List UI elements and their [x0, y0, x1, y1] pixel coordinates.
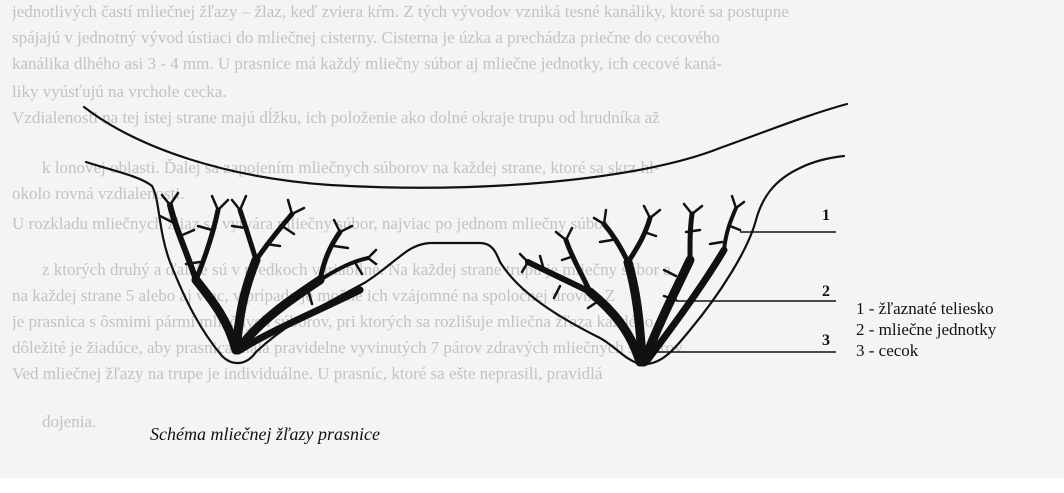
- upper-skin-curve: [84, 104, 847, 188]
- part-number-2: 2: [822, 283, 830, 301]
- legend-item-glandular-body: 1 - žľaznaté teliesko: [856, 298, 996, 319]
- diagram-caption: Schéma mliečnej žľazy prasnice: [150, 424, 380, 445]
- legend-item-milk-units: 2 - mliečne jednotky: [856, 319, 996, 340]
- part-number-1: 1: [822, 207, 830, 225]
- right-gland: [520, 196, 744, 362]
- left-gland: [160, 193, 376, 350]
- legend-item-teat: 3 - cecok: [856, 340, 996, 361]
- part-number-3: 3: [822, 332, 830, 350]
- scan-bottom-edge: [0, 478, 1064, 493]
- diagram-legend: 1 - žľaznaté teliesko 2 - mliečne jednot…: [856, 298, 996, 361]
